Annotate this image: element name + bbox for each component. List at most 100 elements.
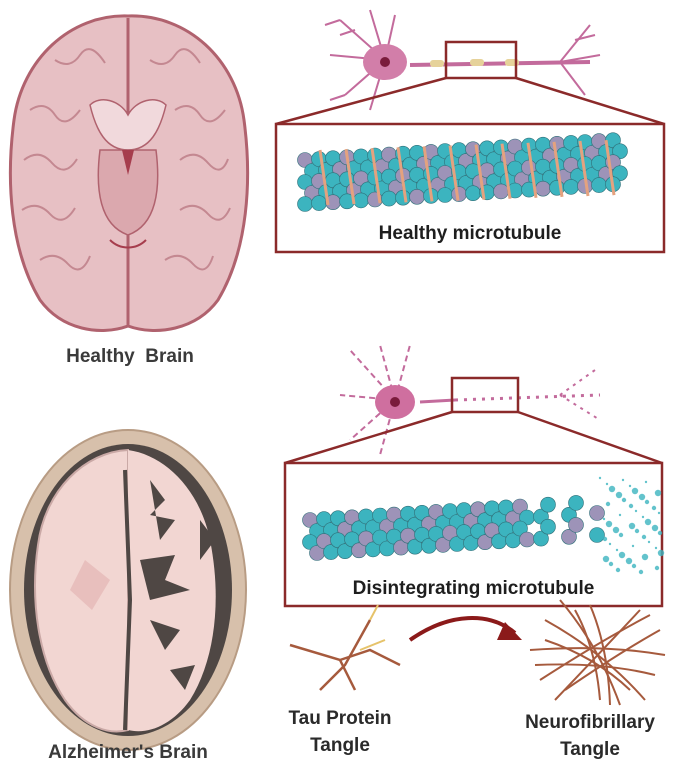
particle bbox=[605, 520, 613, 528]
tubulin-subunit bbox=[409, 189, 425, 205]
particle bbox=[654, 546, 658, 550]
particle bbox=[598, 476, 602, 480]
particle bbox=[638, 569, 644, 575]
particle bbox=[644, 480, 648, 484]
particle bbox=[618, 513, 622, 517]
tangle-fiber bbox=[559, 599, 621, 706]
particle bbox=[615, 548, 619, 552]
disintegrating-microtubule-label: Disintegrating microtubule bbox=[352, 578, 595, 599]
healthy-zoom-box bbox=[444, 40, 518, 80]
particle bbox=[638, 493, 646, 501]
tau-protein bbox=[552, 141, 564, 198]
tau-protein bbox=[604, 139, 616, 196]
healthy-neuron-nucleus bbox=[380, 57, 390, 67]
healthy-myelin bbox=[430, 59, 519, 67]
tau-protein bbox=[474, 144, 486, 200]
tau-protein-tangle-label-line2: Tangle bbox=[310, 735, 370, 756]
tangle-fiber bbox=[564, 629, 661, 691]
particle bbox=[631, 544, 635, 548]
neurofibrillary-tangle-label-line2: Tangle bbox=[560, 739, 620, 760]
tubulin-subunit bbox=[353, 192, 369, 209]
particle bbox=[618, 532, 624, 538]
alzheimers-brain-illustration bbox=[9, 429, 247, 751]
particle bbox=[621, 497, 627, 503]
alz-zoom-box bbox=[450, 376, 520, 414]
tau-protein-tangle-illustration bbox=[289, 604, 401, 691]
particle bbox=[647, 540, 651, 544]
disintegrating-microtubule-illustration bbox=[302, 495, 605, 561]
healthy-brain-label: Healthy Brain bbox=[66, 346, 194, 367]
tubulin-subunit bbox=[493, 183, 509, 200]
tubulin-subunit bbox=[540, 496, 556, 513]
tau-protein bbox=[526, 142, 538, 199]
tubulin-subunit bbox=[297, 196, 313, 212]
tubulin-subunit bbox=[612, 165, 628, 181]
tubulin-subunit bbox=[512, 520, 528, 537]
particle bbox=[602, 517, 606, 521]
particle bbox=[605, 501, 611, 507]
neurofibrillary-tangle-label-line1: Neurofibrillary bbox=[525, 712, 655, 733]
particle bbox=[631, 563, 637, 569]
particle bbox=[608, 561, 614, 567]
particle bbox=[654, 565, 660, 571]
tau-protein bbox=[318, 149, 330, 206]
particle bbox=[625, 557, 633, 565]
tau-protein-tangle-label-line1: Tau Protein bbox=[288, 708, 392, 729]
healthy-microtubule-illustration bbox=[297, 132, 628, 212]
tau-protein bbox=[500, 143, 512, 199]
tau-protein bbox=[448, 145, 460, 201]
tubulin-subunit bbox=[535, 180, 551, 197]
tubulin-subunit bbox=[561, 528, 577, 545]
particle bbox=[602, 555, 610, 563]
particle bbox=[615, 567, 621, 573]
tubulin-subunit bbox=[465, 185, 481, 201]
tangle-fiber bbox=[529, 647, 666, 656]
healthy-microtubule-label: Healthy microtubule bbox=[378, 223, 562, 244]
particle bbox=[641, 534, 647, 540]
tangle-fiber bbox=[544, 639, 631, 691]
particle bbox=[612, 526, 620, 534]
tubulin-subunit bbox=[533, 530, 549, 547]
particle bbox=[628, 522, 636, 530]
particle bbox=[651, 524, 659, 532]
tau-protein bbox=[344, 148, 356, 205]
alzheimers-brain-label: Alzheimer's Brain bbox=[48, 742, 208, 763]
tubulin-subunit bbox=[589, 505, 605, 521]
particle bbox=[608, 485, 616, 493]
particle bbox=[644, 499, 650, 505]
tangle-fiber bbox=[589, 604, 611, 706]
particle bbox=[651, 505, 657, 511]
particle bbox=[621, 478, 625, 482]
tubulin-subunit bbox=[568, 517, 584, 533]
tangle-fiber bbox=[534, 663, 656, 676]
particle bbox=[657, 511, 661, 515]
particle bbox=[631, 487, 639, 495]
tubulin-subunit bbox=[381, 190, 397, 207]
particle bbox=[657, 549, 665, 557]
tau-protein bbox=[422, 146, 434, 202]
tubulin-subunit bbox=[612, 143, 628, 159]
tangle-fiber bbox=[539, 614, 651, 681]
tubulin-subunit bbox=[512, 498, 528, 515]
particle bbox=[641, 515, 645, 519]
healthy-brain-illustration bbox=[8, 14, 250, 332]
particle bbox=[628, 484, 632, 488]
tubulin-subunit bbox=[437, 187, 453, 203]
particle bbox=[634, 528, 640, 534]
tau-protein bbox=[578, 140, 590, 197]
particle bbox=[602, 536, 608, 542]
tau-protein bbox=[396, 147, 408, 203]
tangle-fiber bbox=[544, 619, 646, 701]
alz-neuron-nucleus bbox=[390, 397, 400, 407]
particle bbox=[628, 503, 634, 509]
tubulin-subunit bbox=[395, 189, 411, 206]
particle bbox=[605, 482, 609, 486]
particle bbox=[644, 518, 652, 526]
particle bbox=[618, 551, 626, 559]
tubulin-subunit bbox=[311, 195, 327, 211]
particle bbox=[657, 530, 663, 536]
tubulin-subunit bbox=[568, 495, 584, 511]
progression-arrow-head bbox=[497, 622, 522, 640]
tubulin-subunit bbox=[591, 177, 607, 193]
